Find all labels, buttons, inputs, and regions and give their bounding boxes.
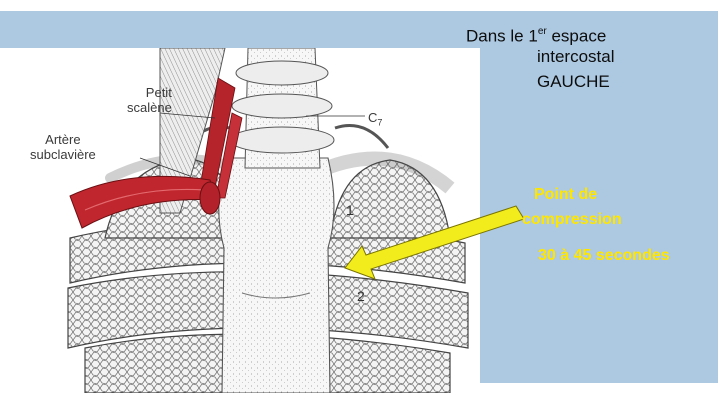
callout-line2: compression: [522, 209, 622, 230]
callout-line1: Point de: [534, 184, 597, 205]
callout-line3: 30 à 45 secondes: [538, 245, 670, 266]
